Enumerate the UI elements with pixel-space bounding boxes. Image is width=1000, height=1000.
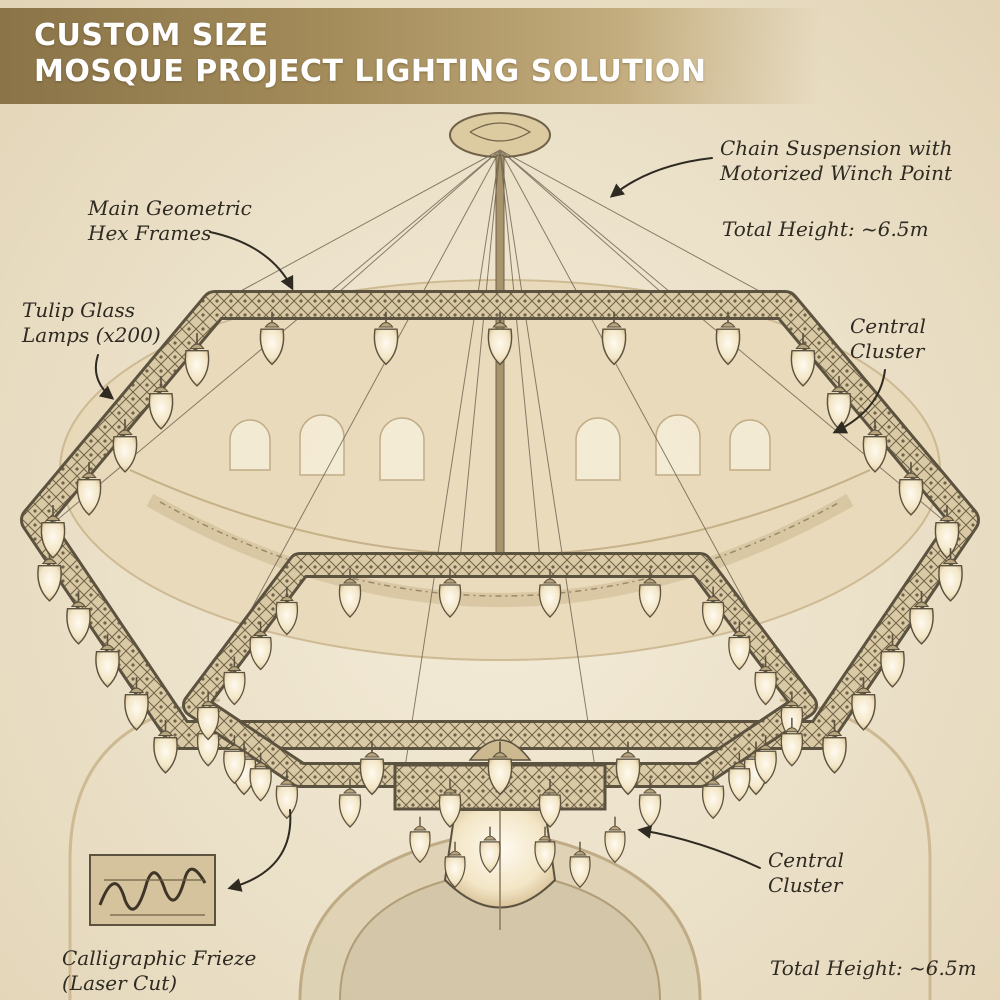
tulip-lamp bbox=[148, 376, 174, 430]
label-frames-line1: Main Geometric bbox=[88, 196, 252, 220]
tulip-lamp bbox=[66, 591, 91, 645]
tulip-lamp bbox=[112, 419, 138, 473]
label-cluster-bottom-line2: Cluster bbox=[768, 873, 843, 897]
tulip-lamp bbox=[638, 779, 662, 828]
tulip-lamp bbox=[826, 376, 852, 430]
tulip-lamp bbox=[780, 717, 804, 767]
tulip-lamp bbox=[880, 634, 905, 688]
label-tulip-line2: Lamps (x200) bbox=[22, 323, 161, 347]
tulip-lamp bbox=[604, 816, 626, 864]
title-banner bbox=[0, 8, 820, 104]
tulip-lamp bbox=[615, 741, 641, 796]
tulip-lamp bbox=[862, 419, 888, 473]
tulip-lamp bbox=[223, 735, 246, 785]
label-tulip-line1: Tulip Glass bbox=[22, 298, 135, 322]
tulip-lamp bbox=[438, 779, 462, 828]
tulip-lamps bbox=[37, 311, 963, 889]
tulip-lamp bbox=[728, 621, 751, 671]
tulip-lamp bbox=[715, 311, 741, 366]
label-tulip-glass-lamps: Tulip Glass Lamps (x200) bbox=[22, 298, 161, 348]
tulip-lamp bbox=[754, 656, 777, 706]
label-frames-line2: Hex Frames bbox=[88, 221, 212, 245]
tulip-lamp bbox=[338, 569, 362, 618]
tulip-lamp bbox=[569, 841, 591, 889]
label-central-cluster-top: Central Cluster bbox=[850, 314, 926, 364]
label-chain-line1: Chain Suspension with bbox=[720, 136, 953, 160]
banner-title-line2: MOSQUE PROJECT LIGHTING SOLUTION bbox=[34, 54, 707, 89]
label-cluster-top-line2: Cluster bbox=[850, 339, 925, 363]
label-calligraphic-frieze: Calligraphic Frieze (Laser Cut) bbox=[62, 946, 256, 996]
tulip-lamp bbox=[538, 779, 562, 828]
tulip-lamp bbox=[934, 505, 960, 559]
tulip-lamp bbox=[538, 569, 562, 618]
tulip-lamp bbox=[153, 720, 178, 774]
label-frieze-line2: (Laser Cut) bbox=[62, 971, 178, 995]
tulip-lamp bbox=[479, 826, 501, 874]
tulip-lamp bbox=[249, 621, 272, 671]
tulip-lamp bbox=[124, 677, 149, 731]
tulip-lamp bbox=[701, 770, 725, 820]
tulip-lamp bbox=[259, 311, 285, 366]
banner-title-line1: CUSTOM SIZE bbox=[34, 18, 269, 53]
label-cluster-bottom-line1: Central bbox=[768, 848, 844, 872]
tulip-lamp bbox=[223, 656, 246, 706]
label-total-height-top: Total Height: ~6.5m bbox=[722, 217, 929, 241]
tulip-lamp bbox=[444, 841, 466, 889]
tulip-lamp bbox=[728, 752, 751, 802]
tulip-lamp bbox=[184, 333, 210, 387]
tulip-lamp bbox=[373, 311, 399, 366]
tulip-lamp bbox=[359, 741, 385, 796]
tulip-lamp bbox=[638, 569, 662, 618]
tulip-lamp bbox=[851, 677, 876, 731]
tulip-lamp bbox=[196, 691, 220, 741]
label-chain-line2: Motorized Winch Point bbox=[720, 161, 953, 185]
tulip-lamp bbox=[909, 591, 934, 645]
label-cluster-top-line1: Central bbox=[850, 314, 926, 338]
tulip-lamp bbox=[601, 311, 627, 366]
tulip-lamp bbox=[898, 462, 924, 516]
annotation-arrows bbox=[94, 157, 886, 892]
label-central-cluster-bottom: Central Cluster bbox=[768, 848, 844, 898]
tulip-lamp bbox=[701, 586, 725, 636]
tulip-lamp bbox=[409, 816, 431, 864]
label-frieze-line1: Calligraphic Frieze bbox=[62, 946, 257, 970]
outer-hex-frame bbox=[20, 290, 980, 750]
tulip-lamp bbox=[487, 311, 513, 366]
tulip-lamp bbox=[40, 505, 66, 559]
tulip-lamp bbox=[534, 826, 556, 874]
tulip-lamp bbox=[275, 770, 299, 820]
middle-hex-frame bbox=[182, 552, 818, 788]
tulip-lamp bbox=[95, 634, 120, 688]
tulip-lamp bbox=[249, 752, 272, 802]
tulip-lamp bbox=[822, 720, 847, 774]
tulip-lamp bbox=[275, 586, 299, 636]
label-chain-suspension: Chain Suspension with Motorized Winch Po… bbox=[720, 136, 952, 186]
tulip-lamp bbox=[487, 741, 513, 796]
tulip-lamp bbox=[754, 735, 777, 785]
tulip-lamp bbox=[438, 569, 462, 618]
tulip-lamp bbox=[76, 462, 102, 516]
label-main-geometric-frames: Main Geometric Hex Frames bbox=[88, 196, 252, 246]
calligraphic-frieze-sample bbox=[89, 854, 216, 926]
tulip-lamp bbox=[938, 548, 963, 602]
tulip-lamp bbox=[338, 779, 362, 828]
label-total-height-bottom: Total Height: ~6.5m bbox=[770, 956, 977, 980]
central-cluster-lantern bbox=[393, 739, 607, 930]
tulip-lamp bbox=[790, 333, 816, 387]
